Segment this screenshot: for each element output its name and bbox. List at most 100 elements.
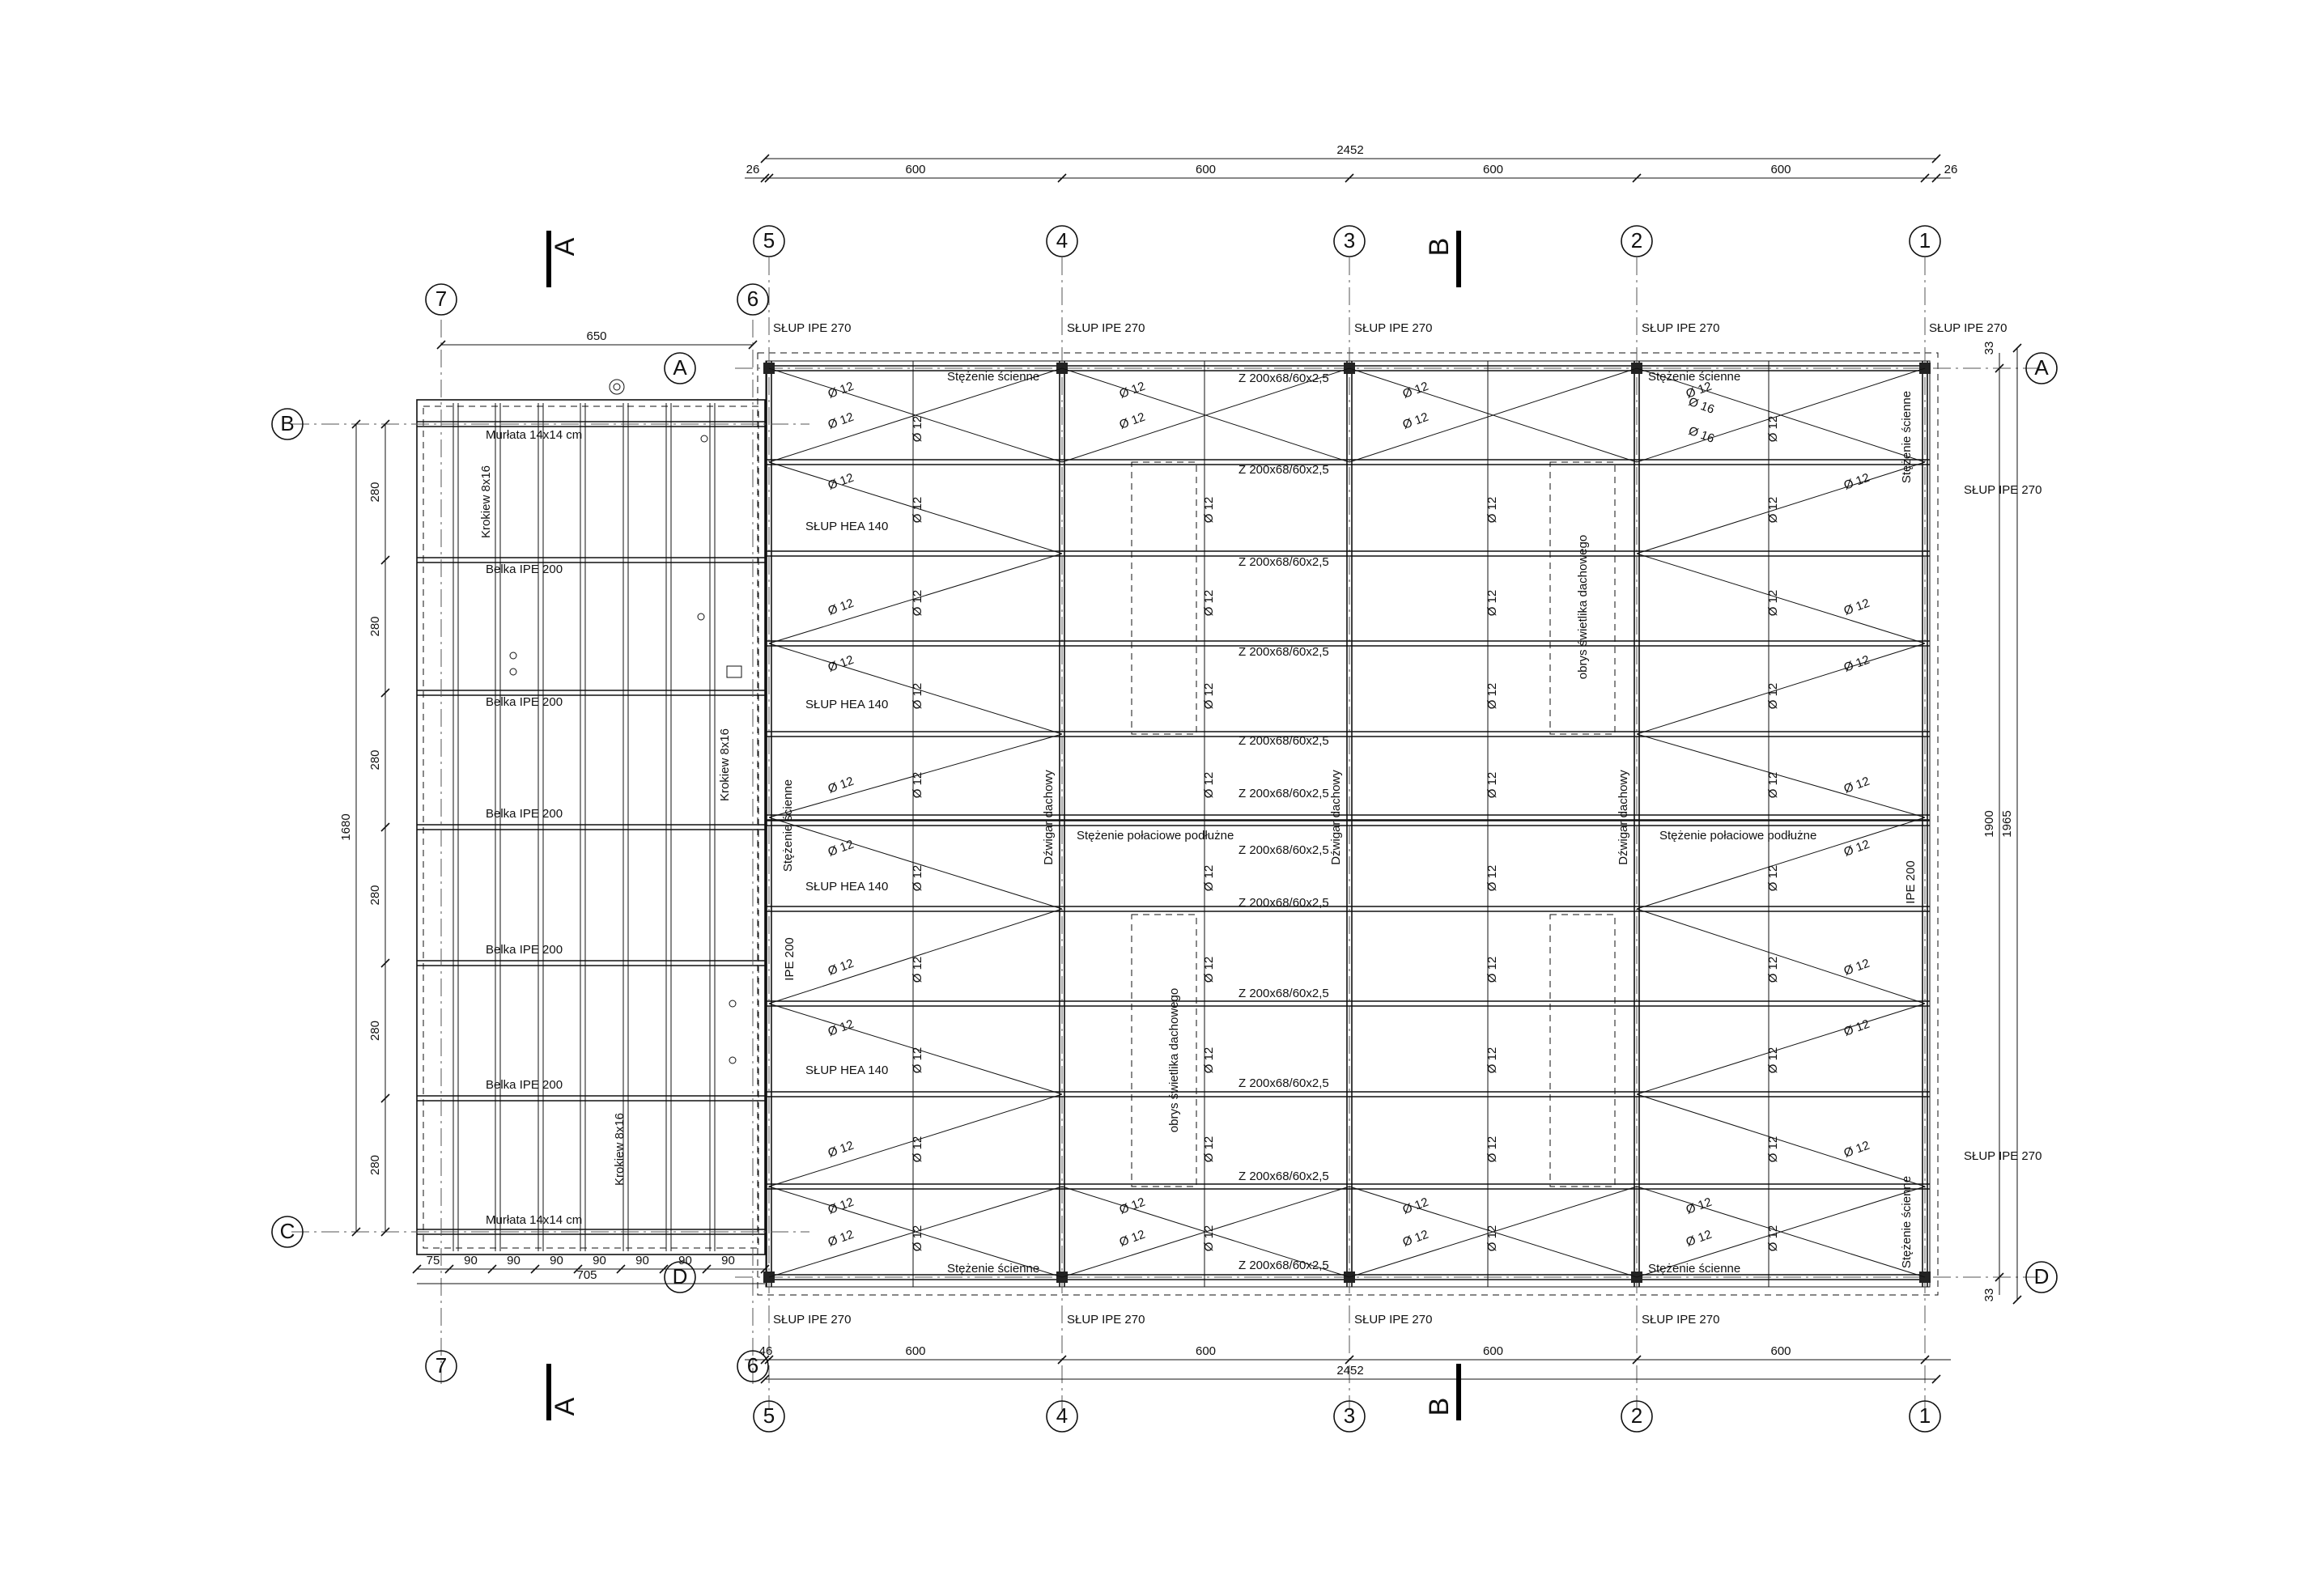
rod-label: Ø 12 [1118, 410, 1147, 432]
dim-tick [760, 173, 770, 183]
rod-label-v: Ø 12 [1202, 683, 1216, 710]
dim-annex-col: 90 [550, 1254, 563, 1267]
section-a-top: A [550, 237, 580, 256]
dim-tick [1057, 173, 1067, 183]
annex-point [729, 1000, 737, 1008]
rod-label: Ø 12 [1401, 380, 1430, 401]
rod-label-v: Ø 12 [1766, 1136, 1780, 1163]
annex-point [509, 668, 517, 676]
dim-tick [1057, 1355, 1067, 1365]
section-a-bottom: A [550, 1397, 580, 1416]
roof-brace [768, 553, 1063, 644]
dim-tick [1345, 1355, 1354, 1365]
column-label-bottom: SŁUP IPE 270 [1354, 1313, 1432, 1327]
roof-brace [1636, 1093, 1926, 1187]
rod-label-v: Ø 12 [1202, 1225, 1216, 1252]
hea-label: SŁUP HEA 140 [805, 520, 888, 533]
dim-tick [2012, 1295, 2022, 1305]
skylight-label: obrys świetlika dachowego [1576, 535, 1590, 679]
skylight-outline [1549, 914, 1616, 1187]
hea-label: SŁUP HEA 140 [805, 698, 888, 711]
axis-bottom-3: 2 [1631, 1403, 1642, 1428]
brace [1349, 1186, 1638, 1278]
dim-overall-top: 2452 [1336, 143, 1363, 157]
dim-tick [380, 1227, 390, 1237]
annex-box [726, 665, 742, 678]
wall-brace-label-v: Stężenie ścienne [781, 779, 795, 872]
krokiew-label: Krokiew 8x16 [613, 1113, 627, 1186]
axis-6-top-circle [737, 283, 769, 316]
rod-label: Ø 12 [1842, 1017, 1872, 1039]
rod-label: Ø 12 [1685, 1228, 1714, 1250]
roof-brace-long-label: Stężenie połaciowe podłużne [1659, 829, 1816, 843]
dim-bay-bottom: 600 [1196, 1344, 1216, 1358]
rod-label-v: Ø 12 [1202, 590, 1216, 617]
rod16-label: Ø 16 [1687, 424, 1716, 446]
rod-label: Ø 12 [826, 410, 856, 432]
belka-label: Belka IPE 200 [486, 695, 563, 709]
axis-top-1-circle [1046, 225, 1078, 257]
belka-label: Belka IPE 200 [486, 807, 563, 821]
brace [1061, 367, 1350, 463]
dim-annex-row: 280 [368, 1021, 382, 1041]
column-label-right: SŁUP IPE 270 [1964, 1149, 2041, 1163]
roof-brace [768, 733, 1063, 818]
dim-tick [351, 419, 361, 429]
rod-label-v: Ø 12 [1766, 497, 1780, 524]
purlin-label: Z 200x68/60x2,5 [1238, 734, 1329, 748]
dim-annex-row: 280 [368, 885, 382, 905]
krokiew-label: Krokiew 8x16 [479, 465, 493, 538]
dim-tick [659, 1264, 669, 1274]
ipe200-label: IPE 200 [783, 937, 797, 980]
annex-vent-inner [613, 383, 621, 391]
roof-brace [768, 817, 1063, 910]
dim-right-1900: 1900 [1982, 810, 1996, 837]
dim-tick [1995, 363, 2004, 373]
axis-c-circle [271, 1216, 304, 1248]
dim-tick [573, 1264, 583, 1274]
inner-frame [765, 360, 1931, 1288]
column-label-bottom: SŁUP IPE 270 [773, 1313, 851, 1327]
rod-label-v: Ø 12 [1485, 1047, 1499, 1074]
dim-tick [436, 340, 446, 350]
dim-annex-col: 90 [635, 1254, 649, 1267]
rod-label-v: Ø 12 [1202, 772, 1216, 799]
rod-label-v: Ø 12 [1766, 1225, 1780, 1252]
roof-brace [1636, 817, 1926, 910]
murlata-label: Murłata 14x14 cm [486, 428, 582, 442]
axis-bottom-4: 1 [1919, 1403, 1931, 1428]
purlin-label: Z 200x68/60x2,5 [1238, 787, 1329, 800]
dim-annex-col: 90 [678, 1254, 692, 1267]
murlata-label: Murłata 14x14 cm [486, 1213, 582, 1227]
dim-tick [1345, 173, 1354, 183]
annex-point [509, 652, 517, 660]
axis-top-2: 3 [1344, 228, 1355, 253]
purlin-label: Z 200x68/60x2,5 [1238, 987, 1329, 1000]
dim-tick [764, 1355, 774, 1365]
roof-brace [1636, 733, 1926, 818]
brace [1636, 1186, 1926, 1278]
axis-bottom-0-circle [753, 1400, 785, 1433]
axis-bottom-2-circle [1333, 1400, 1366, 1433]
roof-brace [1636, 553, 1926, 644]
structure-geometry [271, 154, 2058, 1433]
roof-brace [1636, 1003, 1926, 1095]
rod-label-v: Ø 12 [911, 683, 924, 710]
dim-tick [380, 555, 390, 565]
rod-label-v: Ø 12 [911, 1136, 924, 1163]
wall-brace-label: Stężenie ścienne [947, 370, 1039, 384]
axis-6-top: 6 [747, 287, 758, 311]
rod-label-v: Ø 12 [911, 865, 924, 892]
annex-point [697, 613, 705, 621]
purlin-label: Z 200x68/60x2,5 [1238, 645, 1329, 659]
purlin-label: Z 200x68/60x2,5 [1238, 1259, 1329, 1272]
purlin-label: Z 200x68/60x2,5 [1238, 843, 1329, 857]
axis-top-4-circle [1909, 225, 1941, 257]
wall-brace-label: Stężenie ścienne [947, 1262, 1039, 1276]
rod-label-v: Ø 12 [911, 1047, 924, 1074]
skylight-outline [1131, 461, 1197, 735]
dim-tick [1931, 154, 1941, 163]
belka-label: Belka IPE 200 [486, 1078, 563, 1092]
axis-top-1: 4 [1056, 228, 1068, 253]
